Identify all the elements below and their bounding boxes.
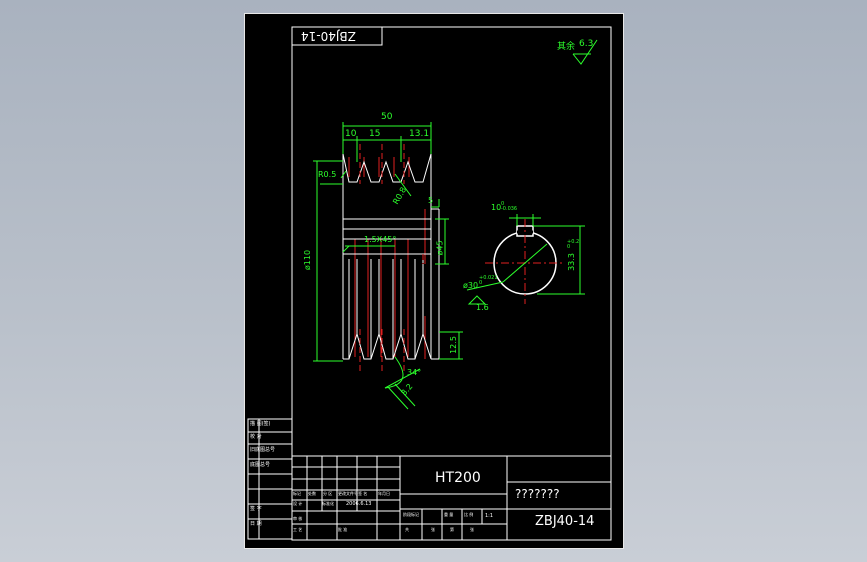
dim-bore-tol: +0.021 0	[479, 275, 498, 286]
dim-10: 10	[345, 129, 357, 139]
tb-small-13: 比 例	[464, 512, 474, 517]
tb-small-3: 更改文件号	[338, 491, 358, 496]
pulley-section-view	[313, 122, 463, 410]
title-block	[292, 455, 611, 540]
dim-dia-110: ø110	[303, 249, 313, 271]
cad-drawing	[247, 26, 612, 541]
pulley-outline	[342, 153, 440, 360]
material-label: HT200	[435, 470, 481, 486]
dim-5: 5	[428, 196, 434, 205]
margin-label-3: 底图总号	[250, 462, 271, 468]
dim-dia-45: ø45	[435, 240, 445, 256]
roughness-symbol	[572, 39, 598, 65]
groove-centerlines	[359, 144, 424, 374]
inner-frame	[291, 26, 612, 541]
margin-label-0: 描 图(签)	[250, 421, 271, 427]
tb-small-7: 标准化	[322, 501, 334, 506]
date-label: 2006.6.13	[346, 501, 372, 507]
tb-small-9: 工 艺	[293, 527, 303, 532]
tb-small-4: 签 名	[358, 491, 368, 496]
tb-small-8: 审 核	[293, 516, 303, 521]
tb-small-16: 第	[450, 527, 454, 532]
tb-small-17: 张	[470, 527, 474, 532]
roughness-value: 6.3	[579, 39, 594, 49]
tb-small-1: 处数	[308, 491, 316, 496]
dim-key-depth: 33.3	[566, 253, 576, 271]
dim-13-1: 13.1	[409, 129, 430, 139]
dim-chamfer: 1.5X45°	[364, 235, 397, 244]
tb-small-15: 张	[431, 527, 435, 532]
drawing-code: ZBJ40-14	[535, 514, 595, 529]
tb-small-2: 分 区	[323, 491, 333, 496]
tb-small-14: 共	[405, 527, 409, 532]
dim-r0-5: R0.5	[318, 170, 337, 179]
tb-small-10: 批 准	[338, 527, 348, 532]
margin-label-2: 旧底图总号	[250, 447, 276, 453]
dimension-lines	[313, 122, 463, 410]
tb-small-11: 阶段标记	[403, 512, 419, 517]
tb-small-5: 年月日	[378, 491, 390, 496]
dim-key-depth-tol: +0.2 0	[567, 239, 580, 250]
dim-key-tol: 0 -0.036	[501, 201, 518, 212]
code-tab-box	[291, 26, 383, 46]
hub-end-view	[466, 39, 598, 305]
scale-label: 1:1	[485, 513, 494, 519]
roughness-note: 其余	[557, 42, 576, 52]
margin-label-1: 校 对	[250, 434, 262, 440]
dim-key-width: 10	[491, 203, 502, 212]
dim-15: 15	[369, 129, 381, 139]
dim-angle-34: 34°	[407, 368, 422, 377]
dim-rough-1-6: 1.6	[476, 303, 489, 312]
part-name: ???????	[515, 487, 560, 501]
section-hatching	[348, 157, 426, 359]
tb-small-12: 重 量	[444, 512, 454, 517]
dim-bore: ø30	[463, 281, 479, 290]
margin-label-4: 签 字	[250, 506, 262, 512]
code-tab-label: ZBJ40-14	[301, 29, 356, 43]
drawing-sheet: ZBJ40-14 其余 6.3 50 10 15 13.1 R0.5 R0.8 …	[244, 13, 624, 549]
hub-dimension-lines	[466, 214, 585, 305]
bore-centerlines	[485, 219, 565, 304]
tb-small-0: 标记	[293, 491, 301, 496]
margin-label-5: 日 期	[250, 521, 262, 527]
dim-width-total: 50	[381, 112, 393, 122]
tb-small-6: 设 计	[293, 501, 303, 506]
dim-12-5: 12.5	[448, 336, 458, 354]
